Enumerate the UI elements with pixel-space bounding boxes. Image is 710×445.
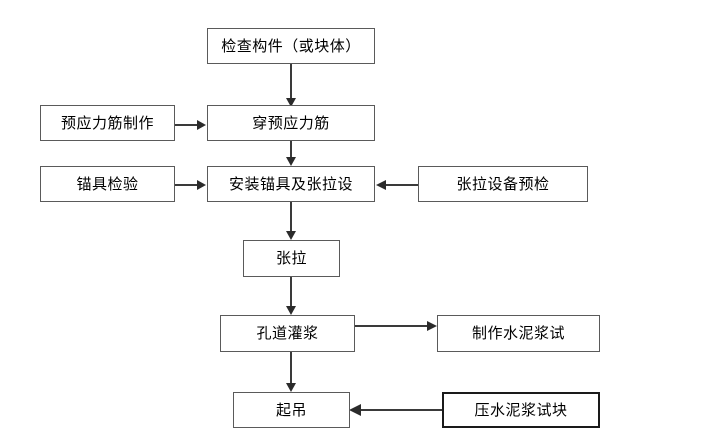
edge-install-to-tensioning — [286, 202, 296, 240]
node-make-cement-grout-sample[interactable]: 制作水泥浆试 — [437, 315, 600, 352]
node-thread-prestress-tendon[interactable]: 穿预应力筋 — [207, 105, 375, 141]
node-prestress-tendon-fabrication[interactable]: 预应力筋制作 — [40, 105, 175, 141]
edge-inspect-to-thread — [286, 64, 296, 107]
edge-grouting-to-sample — [355, 321, 437, 331]
node-inspect-member[interactable]: 检查构件（或块体） — [207, 28, 375, 64]
edge-grouting-to-hoisting — [286, 352, 296, 392]
edge-fabrication-to-thread — [175, 120, 206, 130]
edge-anchorage-to-install — [175, 180, 206, 190]
node-anchorage-inspection[interactable]: 锚具检验 — [40, 166, 175, 202]
node-hoisting[interactable]: 起吊 — [233, 392, 350, 428]
node-install-anchorage-and-jack[interactable]: 安装锚具及张拉设 — [207, 166, 375, 202]
node-duct-grouting[interactable]: 孔道灌浆 — [220, 315, 355, 352]
edge-cube-to-hoisting — [349, 404, 442, 416]
edge-thread-to-install — [286, 141, 296, 166]
node-press-cement-grout-cube[interactable]: 压水泥浆试块 — [442, 392, 600, 428]
edge-tensioning-to-grouting — [286, 277, 296, 315]
node-tensioning[interactable]: 张拉 — [243, 240, 340, 277]
node-tensioning-equipment-precheck[interactable]: 张拉设备预检 — [418, 166, 588, 202]
edge-equipment-to-install — [376, 180, 418, 190]
